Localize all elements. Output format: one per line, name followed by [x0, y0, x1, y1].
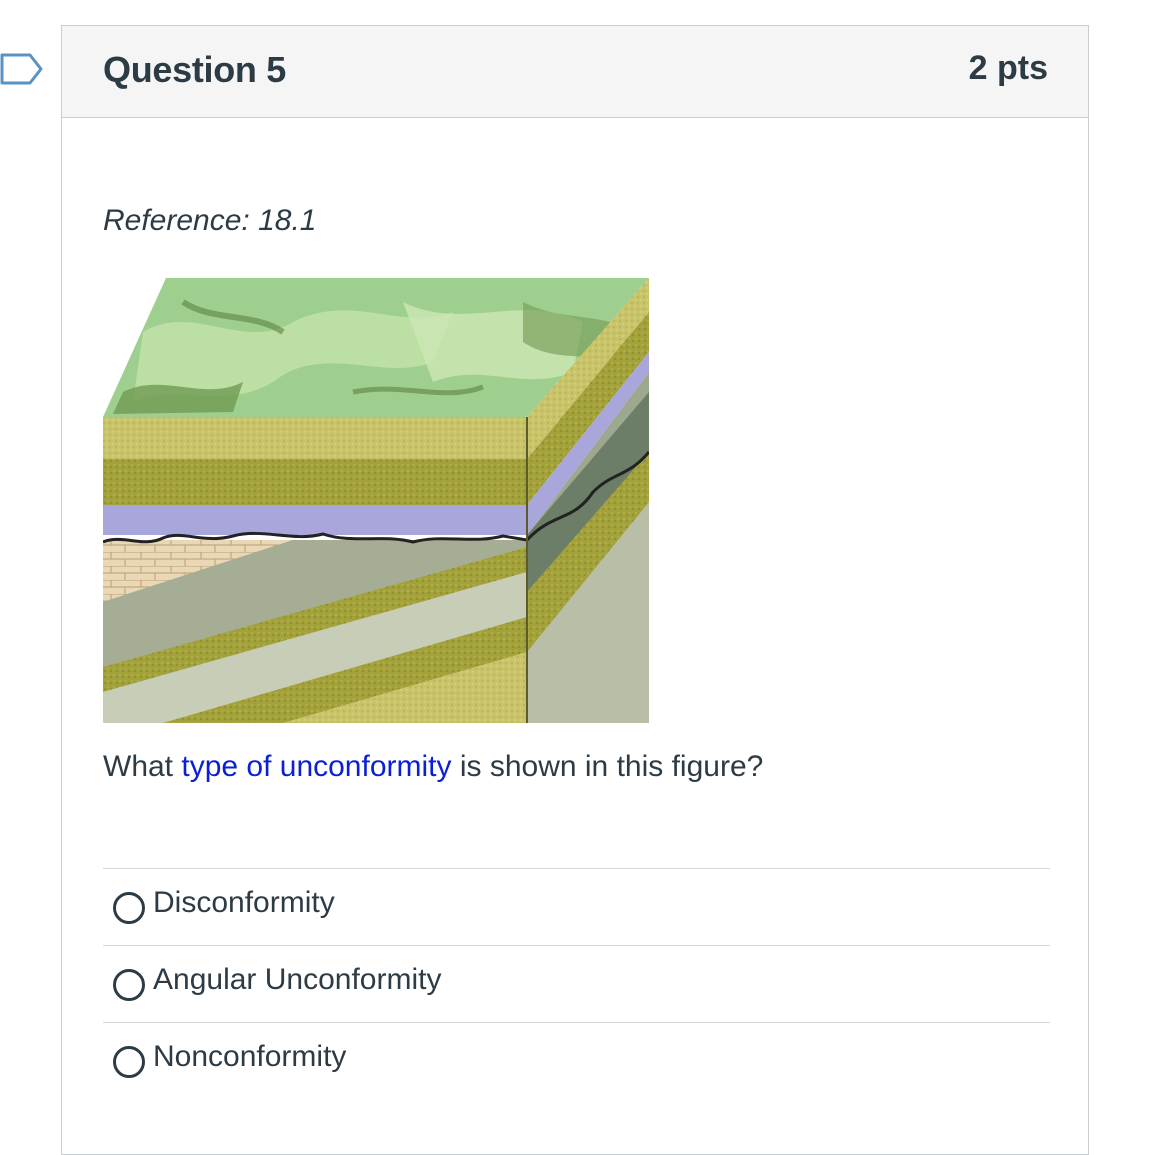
- answer-list: Disconformity Angular Unconformity Nonco…: [103, 868, 1050, 1099]
- answer-label[interactable]: Angular Unconformity: [153, 963, 442, 996]
- radio-button[interactable]: [113, 892, 145, 924]
- radio-button[interactable]: [113, 969, 145, 1001]
- answer-label[interactable]: Disconformity: [153, 886, 335, 919]
- question-header: Question 5 2 pts: [62, 26, 1088, 118]
- question-prompt: What type of unconformity is shown in th…: [103, 750, 763, 784]
- radio-button[interactable]: [113, 1046, 145, 1078]
- prompt-text-start: What: [103, 750, 182, 783]
- question-card: Question 5 2 pts Reference: 18.1: [61, 25, 1089, 1155]
- reference-text: Reference: 18.1: [103, 204, 317, 237]
- answer-option-disconformity[interactable]: Disconformity: [103, 868, 1050, 945]
- answer-option-nonconformity[interactable]: Nonconformity: [103, 1022, 1050, 1099]
- prompt-text-end: is shown in this figure?: [451, 750, 764, 783]
- answer-label[interactable]: Nonconformity: [153, 1040, 347, 1073]
- question-points: 2 pts: [968, 49, 1048, 87]
- bookmark-flag-icon[interactable]: [0, 52, 44, 86]
- geologic-block-diagram-image: [102, 272, 651, 723]
- question-title: Question 5: [103, 49, 287, 90]
- glossary-link[interactable]: type of unconformity: [181, 750, 452, 783]
- answer-option-angular-unconformity[interactable]: Angular Unconformity: [103, 945, 1050, 1022]
